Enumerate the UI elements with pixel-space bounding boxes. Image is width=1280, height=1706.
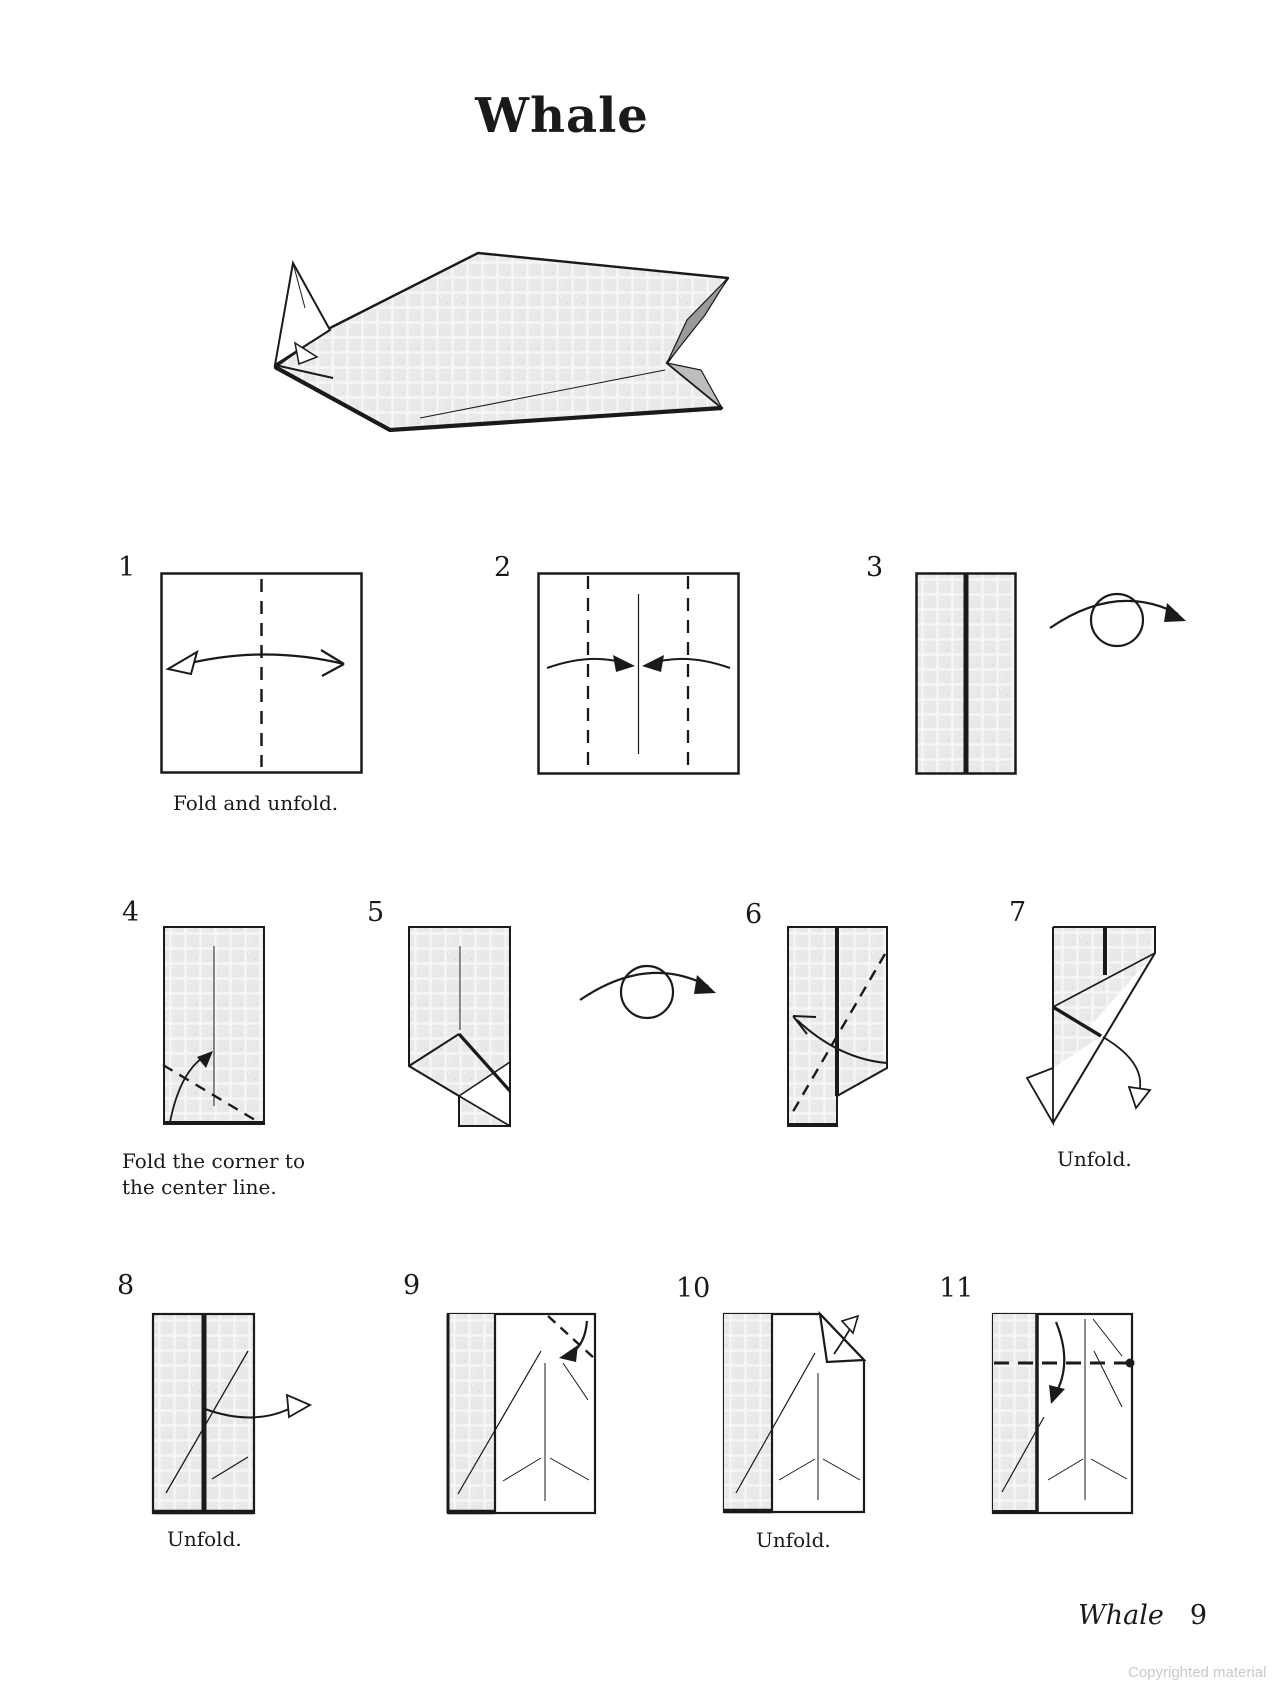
step-6-diagram (787, 926, 888, 1127)
step-4-number: 4 (122, 897, 140, 928)
step-8-number: 8 (117, 1270, 135, 1301)
step-3-diagram (915, 572, 1017, 775)
step-8-caption: Unfold. (167, 1527, 242, 1551)
step-5-diagram (408, 926, 512, 1128)
copyright-watermark: Copyrighted material (1128, 1664, 1267, 1681)
step-4-diagram (162, 926, 265, 1125)
fold-unfold-arrow-icon (165, 649, 345, 677)
step-7-caption: Unfold. (1057, 1147, 1132, 1171)
step-9-diagram (446, 1312, 597, 1515)
footer-page-number: 9 (1189, 1600, 1208, 1631)
finished-whale-illustration (273, 251, 730, 433)
page-title: Whale (475, 88, 649, 144)
step-1-diagram (160, 572, 363, 774)
unfold-arrow-icon (833, 1314, 860, 1355)
step-7-number: 7 (1009, 897, 1027, 928)
step-2-diagram (537, 572, 740, 775)
step-2-number: 2 (494, 552, 512, 583)
step-3-number: 3 (866, 552, 884, 583)
step-1-number: 1 (118, 552, 136, 583)
step-11-number: 11 (939, 1273, 974, 1304)
footer-model-name: Whale (1078, 1600, 1164, 1631)
step-10-caption: Unfold. (756, 1528, 831, 1552)
fold-arrow-icon (792, 1015, 888, 1064)
step-7-diagram (1025, 926, 1156, 1127)
fold-arrow-icon (546, 655, 731, 672)
step-5-number: 5 (367, 897, 385, 928)
step-6-number: 6 (745, 899, 763, 930)
step-10-diagram (722, 1310, 867, 1514)
turn-over-icon (579, 964, 716, 1020)
step-1-caption: Fold and unfold. (173, 791, 339, 815)
step-10-number: 10 (676, 1273, 711, 1304)
step-11-diagram (991, 1312, 1135, 1515)
step-9-number: 9 (403, 1270, 421, 1301)
turn-over-icon (1049, 592, 1186, 648)
unfold-arrow-icon (204, 1393, 313, 1419)
page-footer: Whale 9 (1078, 1600, 1207, 1631)
step-4-caption: Fold the corner to the center line. (122, 1149, 306, 1200)
step-8-diagram (151, 1312, 313, 1515)
unfold-arrow-icon (1102, 1036, 1152, 1110)
fold-arrow-icon (1049, 1321, 1066, 1404)
fold-arrow-icon (169, 1051, 213, 1123)
fold-dot-marker (1125, 1358, 1135, 1368)
fold-arrow-icon (559, 1320, 589, 1362)
